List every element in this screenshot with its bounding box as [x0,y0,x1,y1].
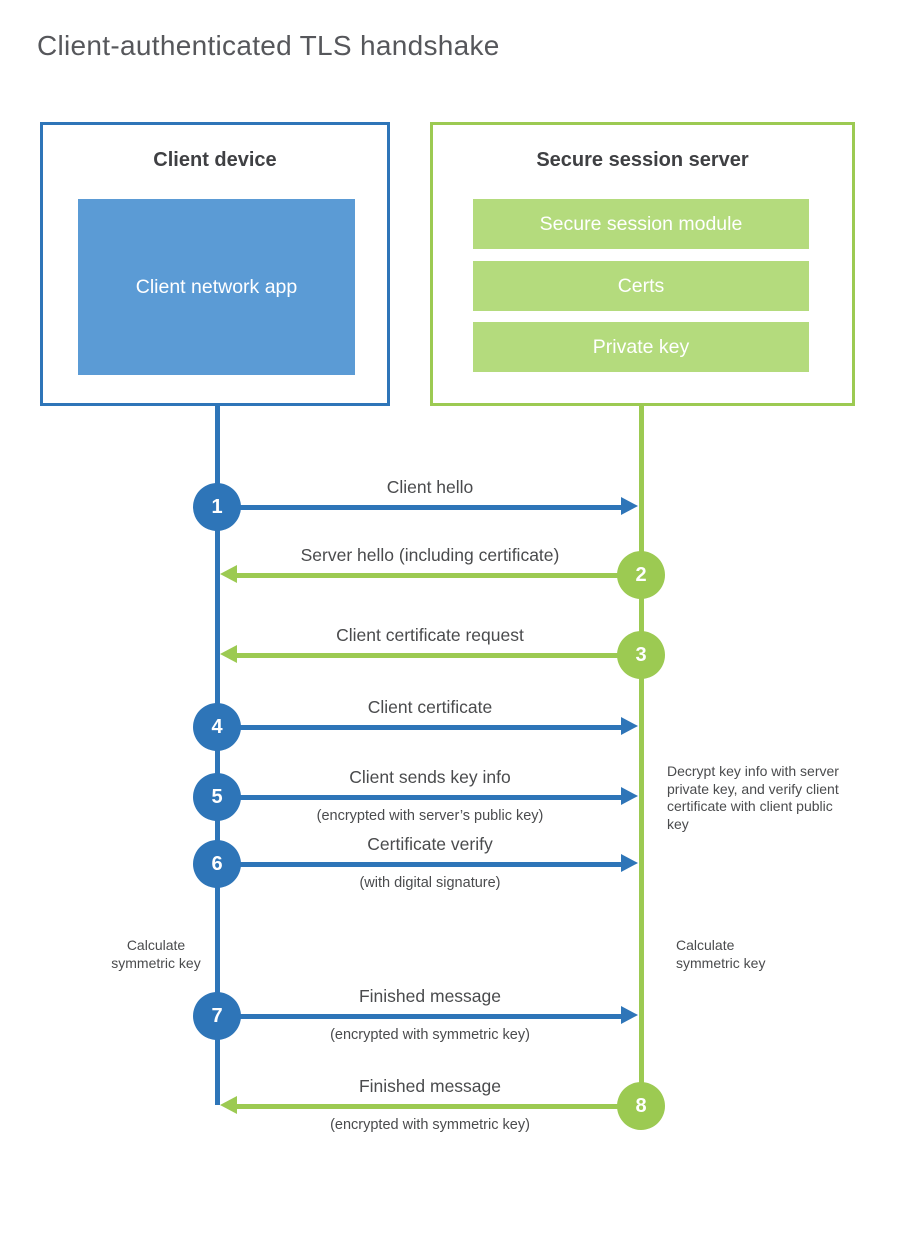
step-number-badge: 7 [193,992,241,1040]
secure-session-module-bar: Secure session module [473,199,809,249]
server-box: Secure session server Secure session mod… [430,122,855,406]
arrow-shaft [218,795,622,800]
arrow-left-icon [220,565,237,583]
client-network-app-box: Client network app [78,199,355,375]
calc-symmetric-key-left: Calculate symmetric key [111,937,201,971]
client-device-title: Client device [153,149,277,171]
step-number-badge: 8 [617,1082,665,1130]
step-number-badge: 1 [193,483,241,531]
server-lifeline [639,406,644,1106]
arrow-right-icon [621,717,638,735]
message-sublabel: (encrypted with symmetric key) [330,1027,530,1043]
arrow-left-icon [220,645,237,663]
message-label: Client certificate [367,697,493,717]
step-number-badge: 4 [193,703,241,751]
decrypt-note: Decrypt key info with server private key… [667,763,839,832]
message-sublabel: (encrypted with symmetric key) [330,1117,530,1133]
step-number-badge: 3 [617,631,665,679]
arrow-left-icon [220,1096,237,1114]
step-number-badge: 6 [193,840,241,888]
client-device-box: Client device Client network app [40,122,390,406]
arrow-right-icon [621,787,638,805]
arrow-right-icon [621,1006,638,1024]
arrow-shaft [218,725,622,730]
step-number-badge: 2 [617,551,665,599]
server-title: Secure session server [536,149,749,171]
message-label: Server hello (including certificate) [300,545,560,565]
arrow-shaft [237,653,641,658]
message-label: Finished message [358,1076,502,1096]
arrow-shaft [218,1014,622,1019]
message-sublabel: (with digital signature) [359,875,501,891]
private-key-bar: Private key [473,322,809,372]
client-lifeline [215,406,220,1105]
arrow-right-icon [621,497,638,515]
message-label: Client sends key info [349,767,511,787]
arrow-shaft [218,862,622,867]
certs-bar: Certs [473,261,809,311]
message-label: Client hello [386,477,474,497]
arrow-right-icon [621,854,638,872]
arrow-shaft [218,505,622,510]
arrow-shaft [237,573,641,578]
message-label: Certificate verify [367,834,493,854]
page-title: Client-authenticated TLS handshake [37,30,500,61]
message-sublabel: (encrypted with server’s public key) [316,808,544,824]
message-label: Client certificate request [336,625,524,645]
arrow-shaft [237,1104,641,1109]
calc-symmetric-key-right: Calculate symmetric key [676,937,766,971]
client-network-app-label: Client network app [135,275,298,298]
message-label: Finished message [358,986,502,1006]
step-number-badge: 5 [193,773,241,821]
